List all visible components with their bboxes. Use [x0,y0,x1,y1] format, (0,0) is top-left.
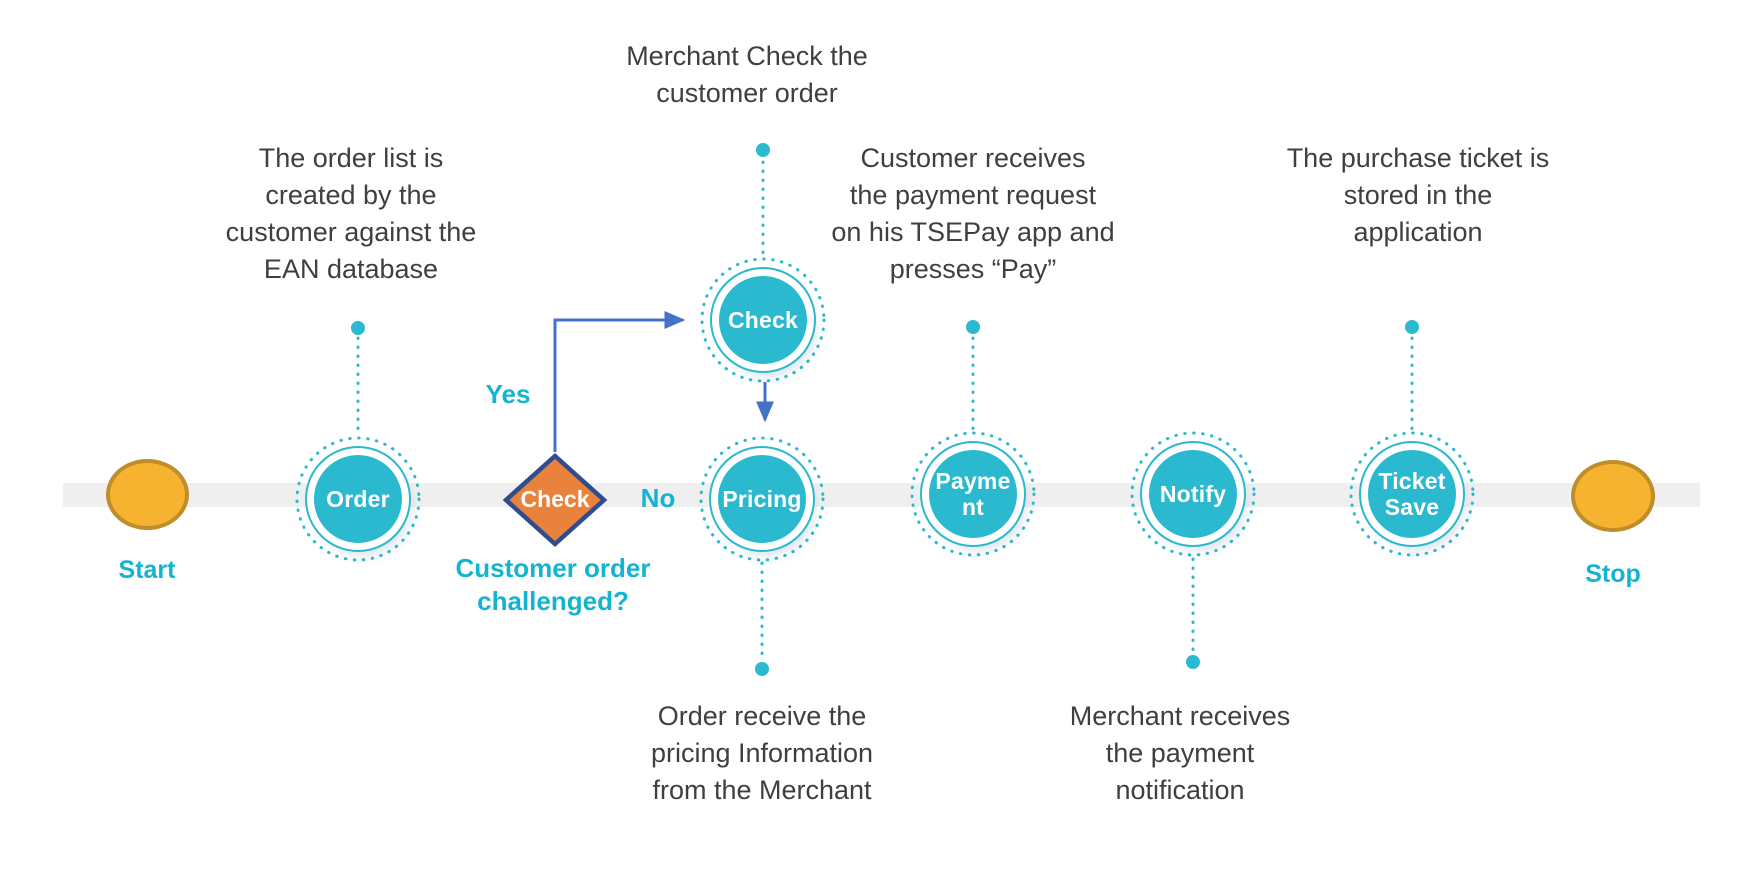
annotation-order-list: The order list is created by the custome… [225,143,477,284]
yes-branch-arrow [553,311,686,452]
connector-dots [351,143,1419,676]
node-ticket-save: Ticket Save [1368,450,1456,538]
annotation-merchant-receives: Merchant receives the payment notificati… [1069,701,1291,805]
node-notify-label: Notify [1159,481,1227,507]
annotation-purchase-ticket: The purchase ticket is stored in the app… [1286,143,1550,247]
decision-diamond [502,452,608,548]
node-check: Check [719,276,807,364]
decision-diamond-label: Check [520,486,590,512]
stop-terminator [1571,460,1655,532]
node-pricing: Pricing [718,455,806,543]
node-notify: Notify [1149,450,1237,538]
start-terminator [106,459,189,530]
node-ticket-save-label: Ticket Save [1378,468,1446,520]
node-order: Order [314,455,402,543]
node-order-label: Order [326,486,390,512]
dotted-connectors [356,160,1414,659]
annotation-merchant-check: Merchant Check the customer order [626,41,868,108]
node-payment-label: Payme nt [935,468,1011,520]
no-branch-label: No [640,483,676,513]
stop-label: Stop [1585,560,1641,588]
annotation-order-receive: Order receive the pricing Information fr… [650,701,874,805]
dotted-ring-decorations [295,257,1475,562]
annotation-customer-receives: Customer receives the payment request on… [831,143,1115,284]
yes-branch-label: Yes [485,379,531,409]
node-pricing-label: Pricing [722,486,802,512]
start-label: Start [118,556,176,584]
node-payment: Payme nt [929,450,1017,538]
node-check-label: Check [727,307,799,333]
decision-question-label: Customer order challenged? [455,553,651,616]
